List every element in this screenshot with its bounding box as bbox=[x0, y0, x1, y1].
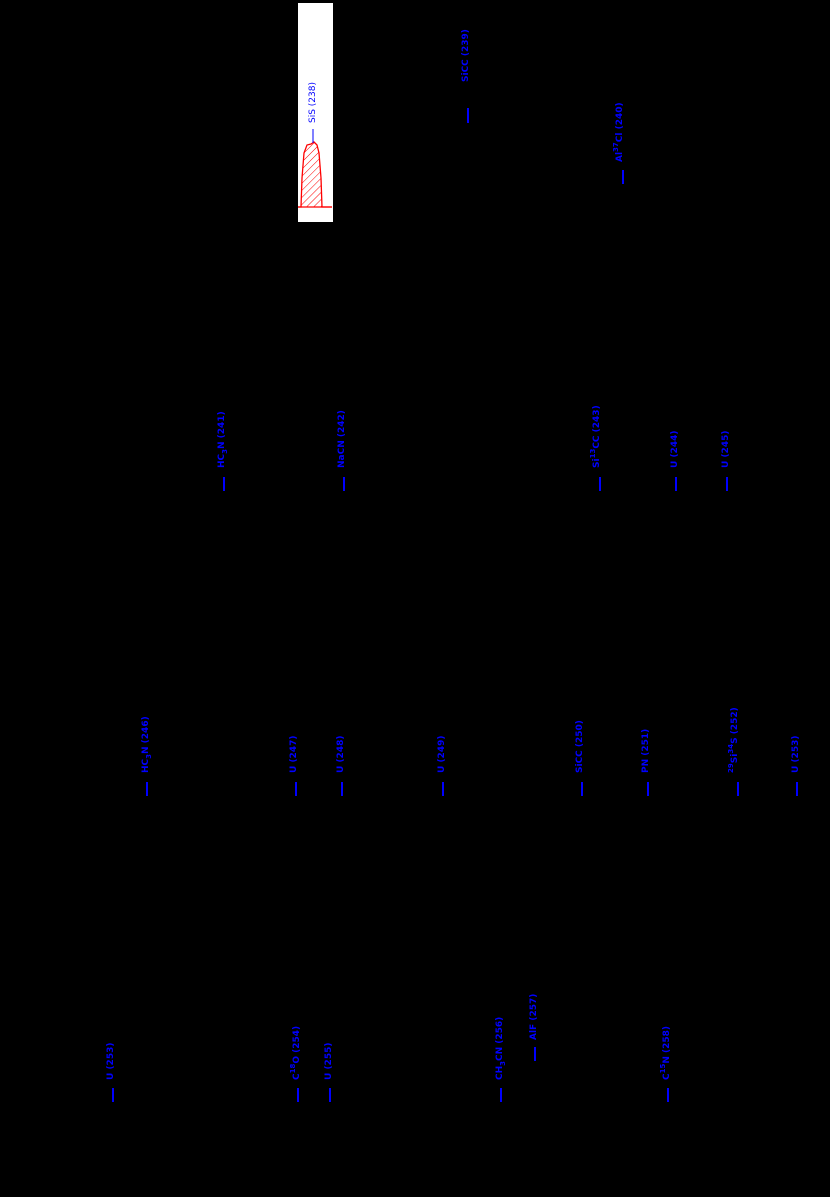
line-label-254: C18O (254) bbox=[289, 1025, 302, 1080]
line-label-257: AlF (257) bbox=[529, 993, 539, 1040]
line-marker-253b bbox=[112, 1088, 114, 1102]
line-marker-252 bbox=[737, 782, 739, 796]
line-marker-255 bbox=[329, 1088, 331, 1102]
line-marker-253a bbox=[796, 782, 798, 796]
line-marker-258 bbox=[667, 1088, 669, 1102]
line-marker-239 bbox=[467, 108, 469, 123]
line-marker-254 bbox=[297, 1088, 299, 1102]
line-label-238: SiS (238) bbox=[308, 82, 318, 123]
line-marker-242 bbox=[343, 477, 345, 491]
line-marker-244 bbox=[675, 477, 677, 491]
line-label-256: CH3CN (256) bbox=[495, 1016, 507, 1080]
line-label-245: U (245) bbox=[721, 430, 731, 468]
line-label-252: 29Si34S (252) bbox=[727, 707, 740, 773]
line-label-247: U (247) bbox=[289, 735, 299, 773]
line-label-253b: U (253) bbox=[106, 1042, 116, 1080]
line-marker-249 bbox=[442, 782, 444, 796]
line-marker-250 bbox=[581, 782, 583, 796]
line-marker-256 bbox=[500, 1088, 502, 1102]
line-label-249: U (249) bbox=[437, 735, 447, 773]
line-label-242: NaCN (242) bbox=[337, 410, 347, 468]
line-label-255: U (255) bbox=[324, 1042, 334, 1080]
line-label-243: Si13CC (243) bbox=[589, 405, 602, 468]
spectrum-panel-sis-238: SiS (238) bbox=[298, 3, 333, 222]
line-marker-247 bbox=[295, 782, 297, 796]
line-label-246: HC3N (246) bbox=[141, 716, 153, 773]
line-label-241: HC3N (241) bbox=[217, 411, 229, 468]
spectrum-line bbox=[298, 141, 332, 208]
line-label-251: PN (251) bbox=[641, 728, 651, 773]
line-marker-241 bbox=[223, 477, 225, 491]
line-label-240: Al37Cl (240) bbox=[612, 102, 625, 162]
line-label-250: SiCC (250) bbox=[575, 720, 585, 773]
line-marker-246 bbox=[146, 782, 148, 796]
line-label-248: U (248) bbox=[336, 735, 346, 773]
line-marker-243 bbox=[599, 477, 601, 491]
line-label-244: U (244) bbox=[670, 430, 680, 468]
line-marker-248 bbox=[341, 782, 343, 796]
line-label-239: SiCC (239) bbox=[461, 29, 471, 82]
line-marker-245 bbox=[726, 477, 728, 491]
line-label-258: C15N (258) bbox=[659, 1025, 672, 1080]
line-marker-257 bbox=[534, 1047, 536, 1061]
line-label-253a: U (253) bbox=[791, 735, 801, 773]
line-marker-251 bbox=[647, 782, 649, 796]
spectrum-plot bbox=[298, 129, 332, 208]
line-marker-240 bbox=[622, 170, 624, 184]
